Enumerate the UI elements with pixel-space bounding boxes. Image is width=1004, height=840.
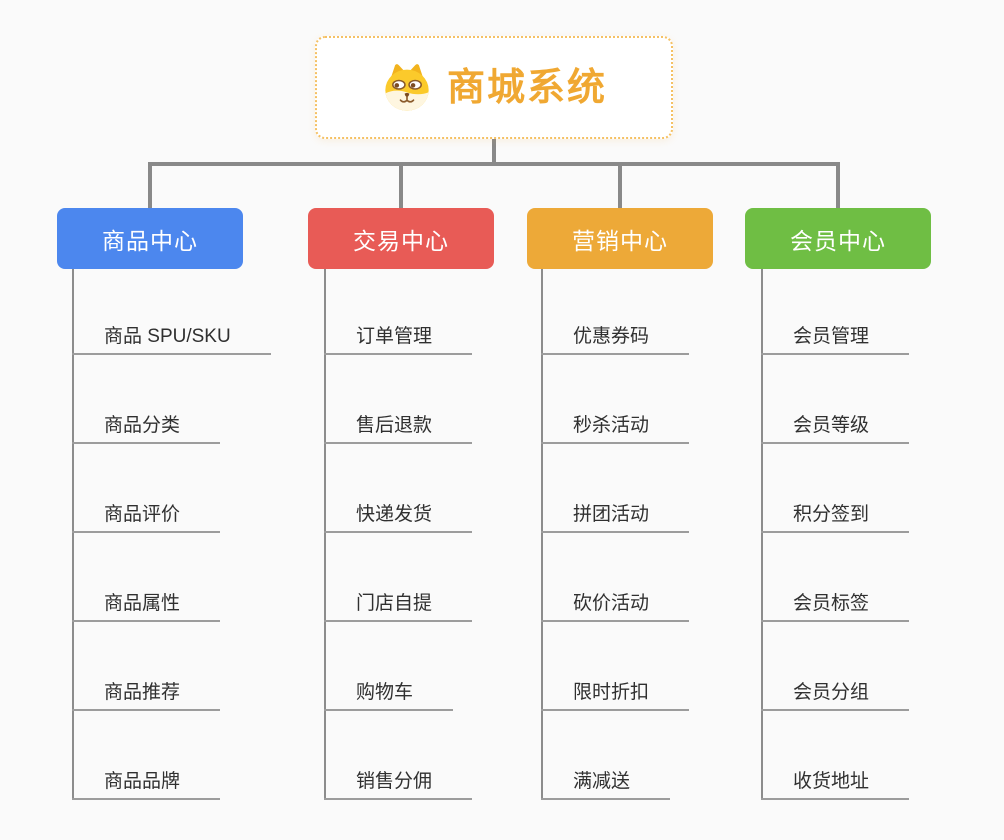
item-full-reduce[interactable]: 满减送	[541, 764, 671, 800]
item-bargain[interactable]: 砍价活动	[541, 586, 690, 622]
connector-drop-marketing	[618, 162, 622, 210]
item-coupon[interactable]: 优惠券码	[541, 319, 690, 355]
branch-spine-product	[72, 269, 74, 800]
connector-drop-trade	[399, 162, 403, 210]
item-product-category[interactable]: 商品分类	[72, 408, 221, 444]
item-order-manage[interactable]: 订单管理	[324, 319, 473, 355]
connector-drop-member	[836, 162, 840, 210]
item-member-tag[interactable]: 会员标签	[761, 586, 910, 622]
item-ship-address[interactable]: 收货地址	[761, 764, 910, 800]
connector-horizontal	[148, 162, 840, 166]
item-refund[interactable]: 售后退款	[324, 408, 473, 444]
branch-header-marketing[interactable]: 营销中心	[527, 208, 713, 269]
item-member-group[interactable]: 会员分组	[761, 675, 910, 711]
item-member-level[interactable]: 会员等级	[761, 408, 910, 444]
branch-header-member[interactable]: 会员中心	[745, 208, 931, 269]
item-points-checkin[interactable]: 积分签到	[761, 497, 910, 533]
branch-spine-marketing	[541, 269, 543, 800]
item-member-manage[interactable]: 会员管理	[761, 319, 910, 355]
item-product-brand[interactable]: 商品品牌	[72, 764, 221, 800]
branch-spine-member	[761, 269, 763, 800]
item-cart[interactable]: 购物车	[324, 675, 454, 711]
branch-spine-trade	[324, 269, 326, 800]
item-product-review[interactable]: 商品评价	[72, 497, 221, 533]
item-product-recommend[interactable]: 商品推荐	[72, 675, 221, 711]
root-title: 商城系统	[446, 66, 607, 109]
item-store-pickup[interactable]: 门店自提	[324, 586, 473, 622]
branch-header-trade[interactable]: 交易中心	[308, 208, 494, 269]
branch-header-product[interactable]: 商品中心	[57, 208, 243, 269]
item-express-ship[interactable]: 快递发货	[324, 497, 473, 533]
item-group-buy[interactable]: 拼团活动	[541, 497, 690, 533]
connector-drop-product	[148, 162, 152, 210]
item-commission[interactable]: 销售分佣	[324, 764, 473, 800]
item-product-attr[interactable]: 商品属性	[72, 586, 221, 622]
shiba-dog-icon	[381, 63, 433, 113]
item-time-discount[interactable]: 限时折扣	[541, 675, 690, 711]
root-node[interactable]: 商城系统	[315, 36, 673, 139]
item-product-spu-sku[interactable]: 商品 SPU/SKU	[72, 319, 271, 355]
item-flash-sale[interactable]: 秒杀活动	[541, 408, 690, 444]
connector-root-stub	[492, 139, 496, 163]
